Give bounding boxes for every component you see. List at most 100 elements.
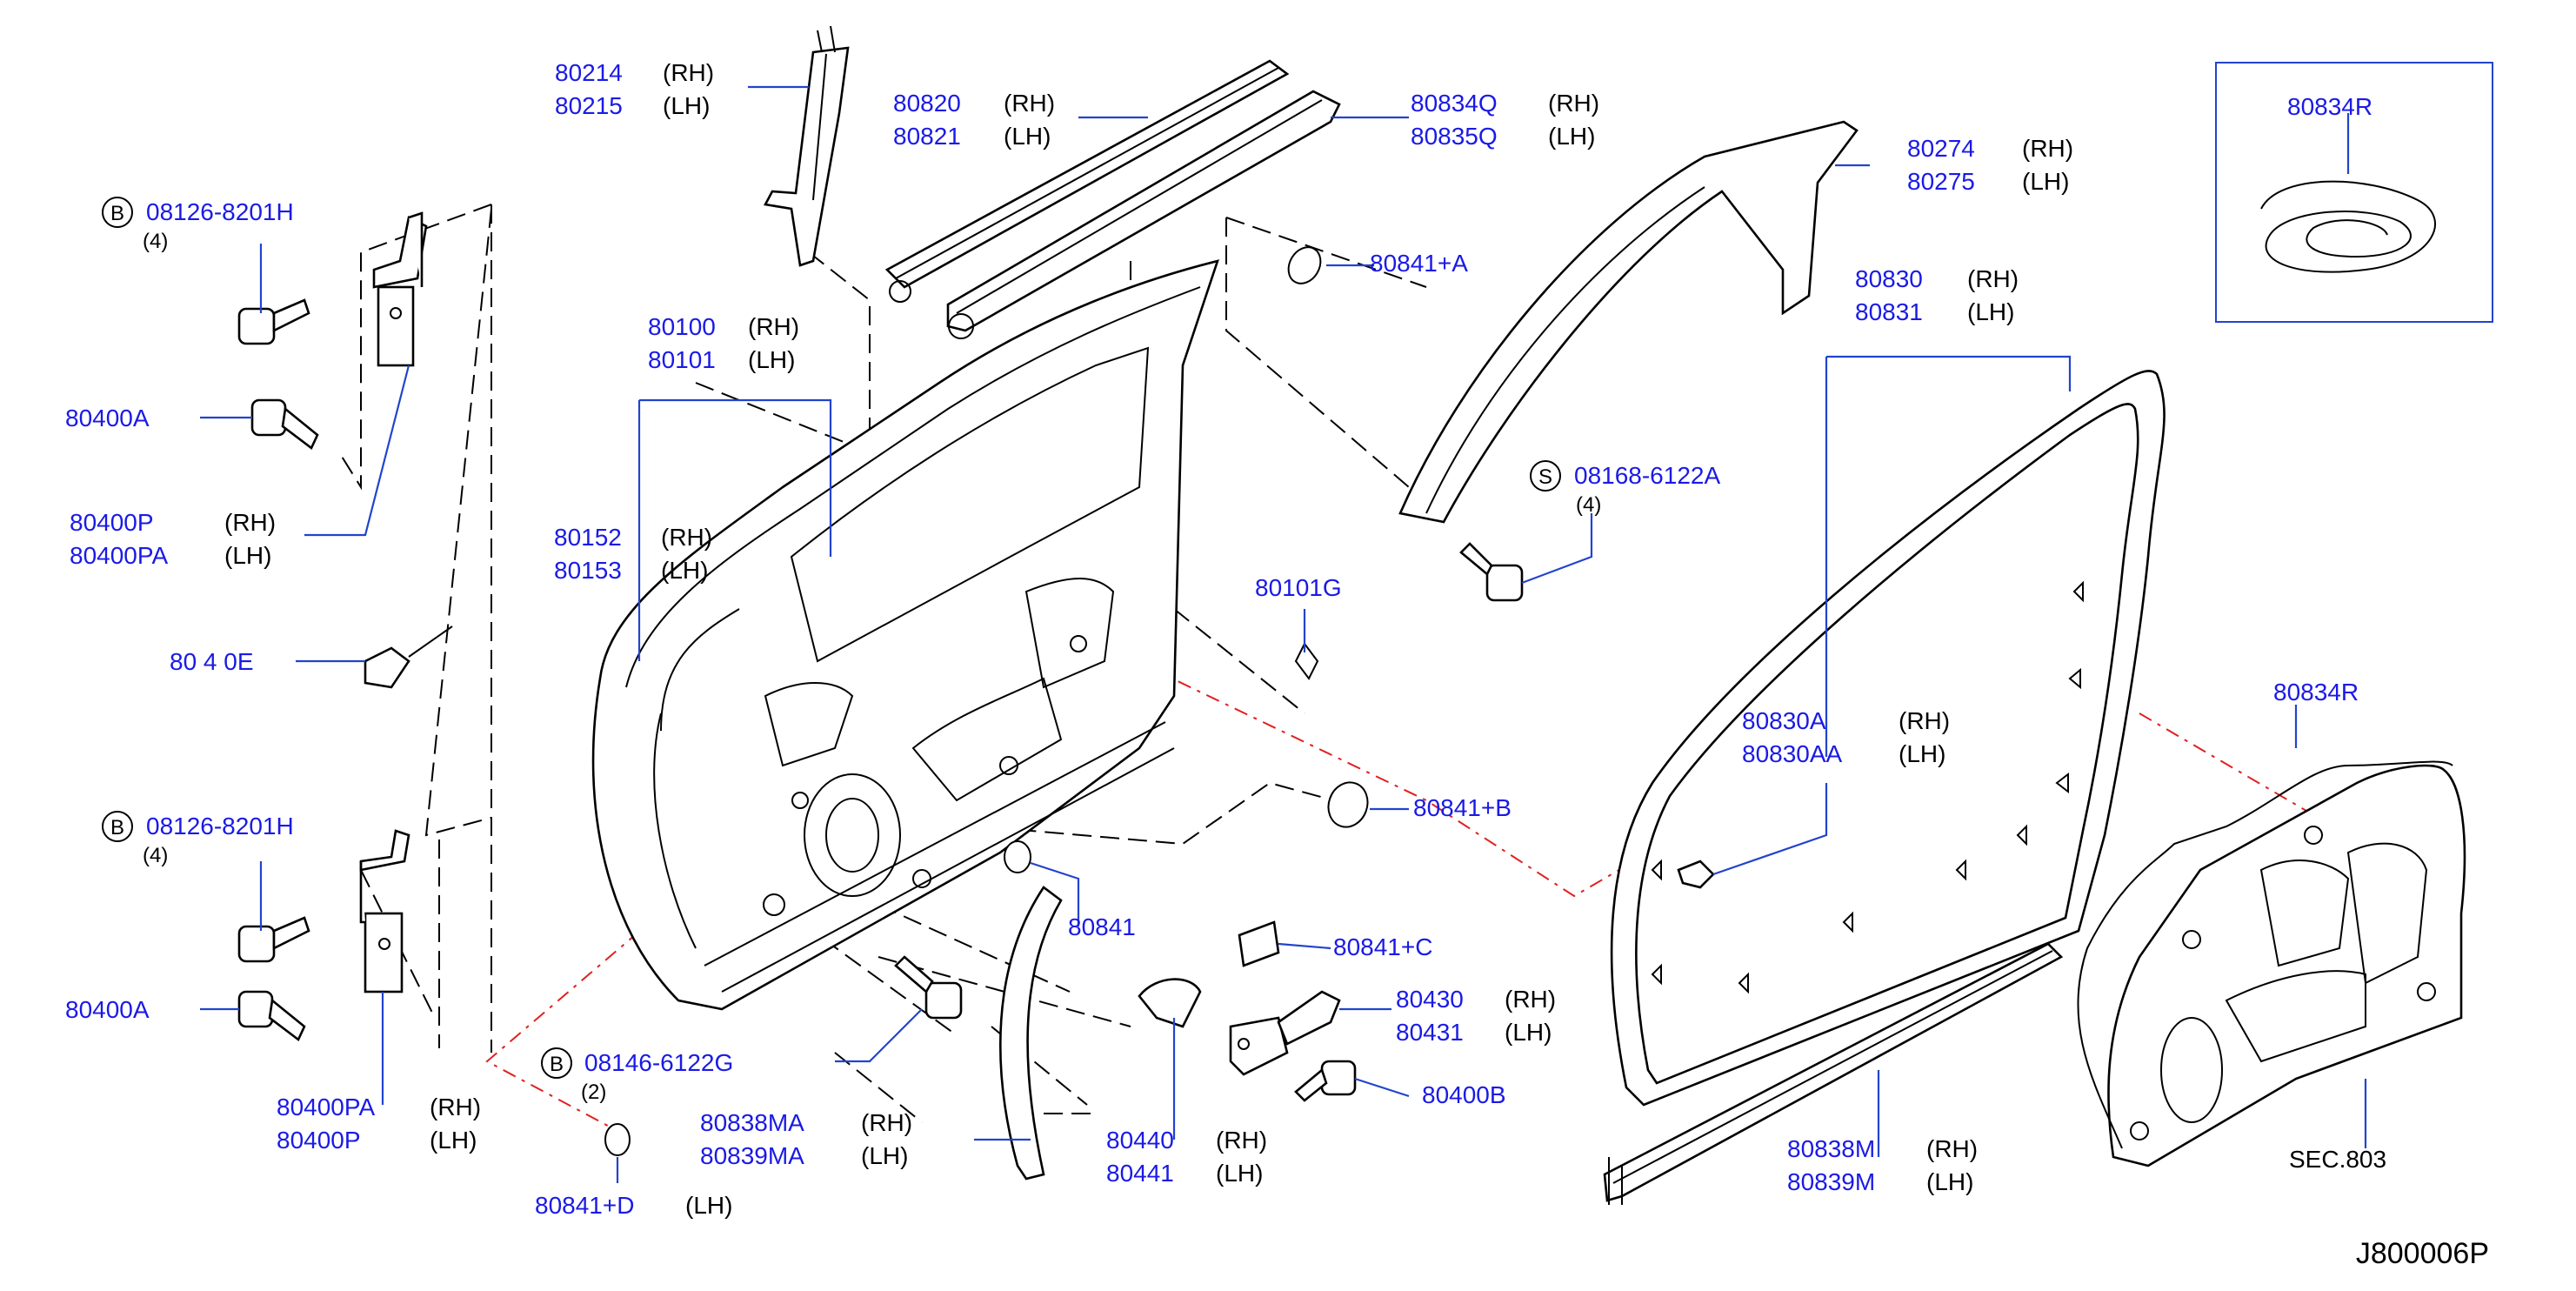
label-check-lh: (LH) xyxy=(1505,1019,1552,1046)
label-stopper-rh-part: 80440 xyxy=(1106,1127,1174,1154)
label-inner-strip-lh-part: 80835Q xyxy=(1411,123,1498,150)
label-inner-strip-rh: (RH) xyxy=(1548,90,1599,117)
label-hinge-lower-bolt-qty: (4) xyxy=(143,844,168,867)
sill-moulding xyxy=(1603,942,2064,1205)
diagram-code: J800006P xyxy=(2356,1237,2489,1270)
lower-hinge xyxy=(359,829,410,993)
bolt-lower-a xyxy=(237,990,306,1042)
label-frame-lh-part: 80275 xyxy=(1907,168,1975,195)
label-door-rh-part: 80100 xyxy=(648,313,716,340)
label-lower-ma-lh: (LH) xyxy=(861,1142,908,1169)
label-bolt-s-qty: (4) xyxy=(1576,493,1601,517)
label-hinge-upper-lh-part: 80400PA xyxy=(70,542,168,569)
label-pin-partial: 80 4 0E xyxy=(170,648,254,675)
callout-letter-s: S xyxy=(1538,465,1552,489)
door-stopper xyxy=(1138,978,1202,1028)
door-inner-sheet xyxy=(2077,760,2466,1167)
weatherstrip-clips xyxy=(1651,580,2084,994)
label-outer-strip-rh: (RH) xyxy=(1004,90,1055,117)
bolt-s xyxy=(1459,542,1524,602)
label-plug-c: 80841+C xyxy=(1333,933,1432,960)
label-hinge-upper-bolt: 08126-8201H xyxy=(146,198,294,225)
label-sheet-partial: 80834R xyxy=(2273,679,2359,706)
plug-plain-shape xyxy=(1004,840,1031,873)
label-panel-rh: (RH) xyxy=(661,524,712,551)
label-inner-strip-lh: (LH) xyxy=(1548,123,1595,150)
plug-d-shape xyxy=(604,1123,631,1156)
label-sill-rh-part: 80838M xyxy=(1787,1135,1875,1162)
upper-hinge xyxy=(372,211,428,367)
label-stopper-lh: (LH) xyxy=(1216,1160,1263,1187)
label-plug-d-side: (LH) xyxy=(685,1192,732,1219)
bolt-400b xyxy=(1294,1060,1357,1102)
plug-c-shape xyxy=(1238,920,1280,967)
label-panel-lh: (LH) xyxy=(661,557,708,584)
label-door-rh: (RH) xyxy=(748,313,799,340)
label-frame-rh: (RH) xyxy=(2022,135,2073,162)
pin-part xyxy=(364,625,453,689)
label-bolt-s: 08168-6122A xyxy=(1574,462,1720,489)
door-weatherstrip xyxy=(1610,370,2166,1107)
label-hinge-upper-rh: (RH) xyxy=(224,509,276,536)
label-frame-lh: (LH) xyxy=(2022,168,2069,195)
callout-letter-b3: B xyxy=(550,1053,564,1076)
label-sill-lh: (LH) xyxy=(1926,1168,1973,1195)
label-door-lh: (LH) xyxy=(748,346,795,373)
label-outer-strip-lh-part: 80821 xyxy=(893,123,961,150)
label-weather-lh: (LH) xyxy=(1967,298,2014,325)
label-hinge-upper-rh-part: 80400P xyxy=(70,509,154,536)
label-weather-rh: (RH) xyxy=(1967,265,2019,292)
label-panel-lh-part: 80153 xyxy=(554,557,622,584)
lower-ma-strip xyxy=(999,886,1063,1181)
label-lower-ma-rh: (RH) xyxy=(861,1109,912,1136)
label-panel-rh-part: 80152 xyxy=(554,524,622,551)
label-frame-rh-part: 80274 xyxy=(1907,135,1975,162)
bolt-upper-b xyxy=(237,298,310,345)
label-seal-sub-lh-part: 80830AA xyxy=(1742,740,1843,767)
bolt-lower-b xyxy=(237,916,310,963)
label-hinge-lower-rh-part: 80400PA xyxy=(277,1094,375,1120)
label-sash-lh-part: 80215 xyxy=(555,92,623,119)
label-hinge-upper-lh: (LH) xyxy=(224,542,271,569)
label-plug-b: 80841+B xyxy=(1413,794,1512,821)
label-hinge-lower-lh: (LH) xyxy=(430,1127,477,1154)
label-weather-rh-part: 80830 xyxy=(1855,265,1923,292)
plug-a-shape xyxy=(1287,246,1322,284)
label-inner-strip-rh-part: 80834Q xyxy=(1411,90,1498,117)
label-seal-box: 80834R xyxy=(2287,93,2372,120)
door-shell xyxy=(591,259,1219,1011)
label-stopper-lh-part: 80441 xyxy=(1106,1160,1174,1187)
label-hinge-lower-bolt-a: 80400A xyxy=(65,996,150,1023)
label-weather-lh-part: 80831 xyxy=(1855,298,1923,325)
label-hinge-lower-bolt: 08126-8201H xyxy=(146,813,294,839)
label-bolt-b-qty: (2) xyxy=(581,1080,606,1104)
label-sash-lh: (LH) xyxy=(663,92,710,119)
label-hinge-lower-rh: (RH) xyxy=(430,1094,481,1120)
plugs xyxy=(604,246,1369,1156)
label-outer-strip-lh: (LH) xyxy=(1004,123,1051,150)
bolt-upper-a xyxy=(250,398,319,451)
label-hinge-upper-bolt-a: 80400A xyxy=(65,405,150,431)
label-plug-d: 80841+D xyxy=(535,1192,634,1219)
label-clip: 80101G xyxy=(1255,574,1342,601)
label-lower-ma-rh-part: 80838MA xyxy=(700,1109,804,1136)
label-sash-rh-part: 80214 xyxy=(555,59,623,86)
bolt-bottom-b xyxy=(894,955,963,1020)
label-bolt-b: 08146-6122G xyxy=(584,1049,733,1076)
label-check-rh-part: 80430 xyxy=(1396,986,1464,1013)
label-plug-a: 80841+A xyxy=(1370,250,1468,277)
sash-part xyxy=(764,25,850,267)
belt-moulding xyxy=(884,59,1341,339)
label-check-rh: (RH) xyxy=(1505,986,1556,1013)
label-check-lh-part: 80431 xyxy=(1396,1019,1464,1046)
label-sill-lh-part: 80839M xyxy=(1787,1168,1875,1195)
label-lower-ma-lh-part: 80839MA xyxy=(700,1142,804,1169)
label-seal-sub-lh: (LH) xyxy=(1899,740,1945,767)
plug-b-shape xyxy=(1327,781,1369,828)
door-frame-sash xyxy=(1398,120,1859,524)
callout-letter-b1: B xyxy=(110,202,124,225)
labels: B S B B 08126-8201H (4) 80400A 80400P (R… xyxy=(65,59,2489,1270)
label-stopper-rh: (RH) xyxy=(1216,1127,1267,1154)
